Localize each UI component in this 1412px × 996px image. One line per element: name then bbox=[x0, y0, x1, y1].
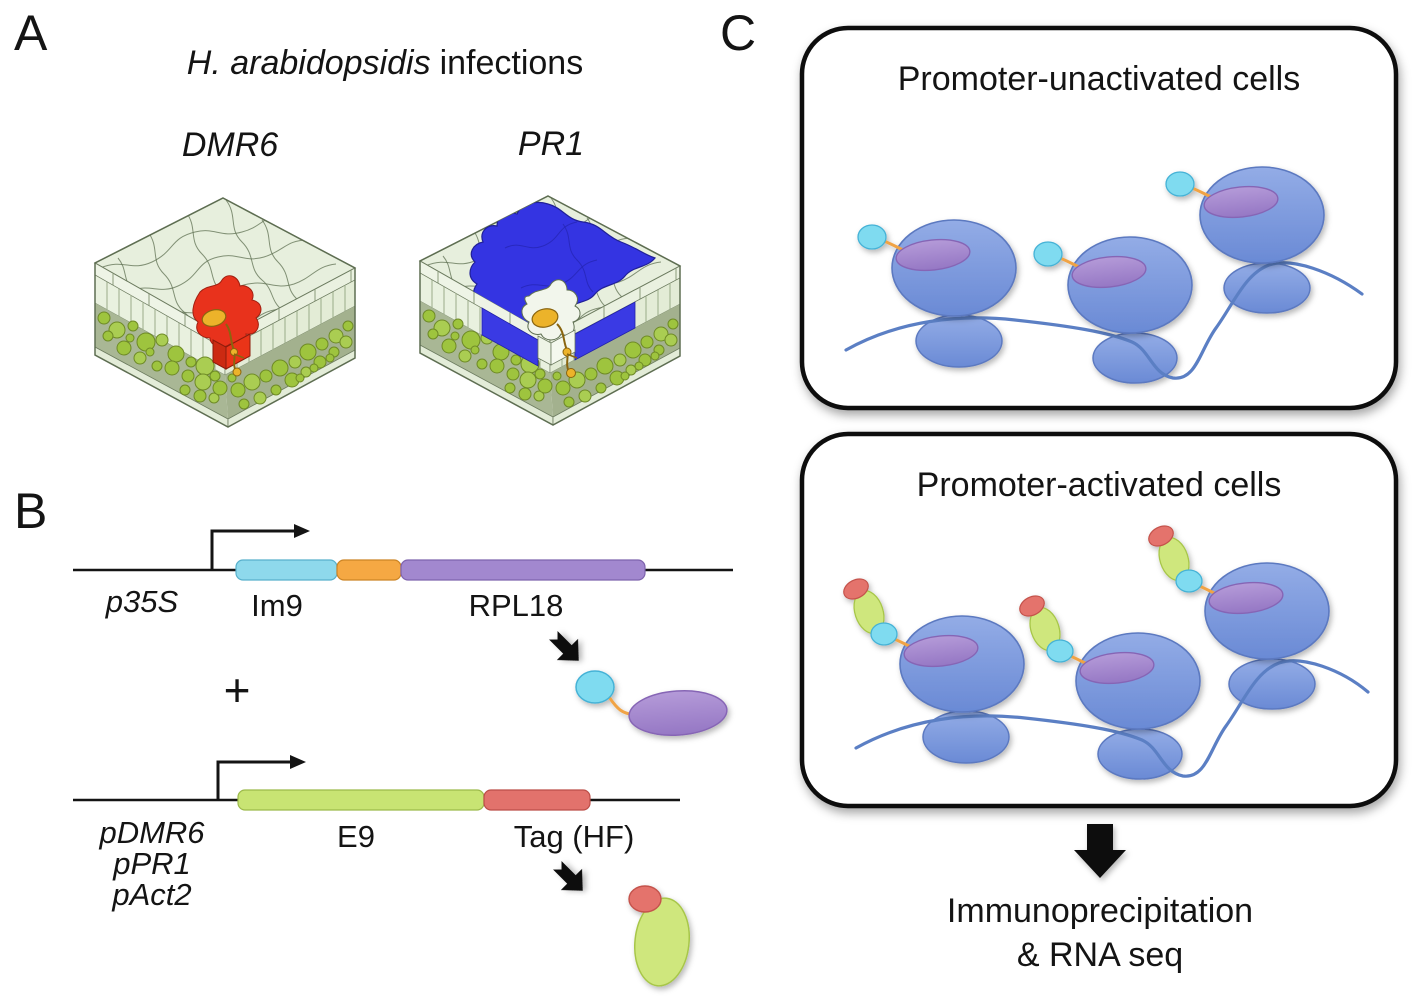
ppr1-label: pPR1 bbox=[112, 846, 191, 881]
footer-line1: Immunoprecipitation bbox=[947, 892, 1253, 930]
im9-rpl18-protein bbox=[575, 670, 728, 736]
dmr6-leaf-block bbox=[95, 198, 355, 427]
unactivated-title: Promoter-unactivated cells bbox=[898, 60, 1301, 98]
promoter-arrow-2 bbox=[216, 760, 290, 800]
mrna-strand-activated bbox=[854, 659, 1370, 778]
panel-c-letter: C bbox=[720, 5, 756, 61]
unactivated-polysome bbox=[844, 165, 1364, 384]
promoter-arrowhead bbox=[294, 524, 310, 538]
activated-polysome bbox=[838, 520, 1370, 780]
p35s-label: p35S bbox=[105, 584, 179, 619]
e9-tag-protein bbox=[628, 885, 690, 987]
pr1-haustorium bbox=[531, 308, 578, 378]
pdmr6-label: pDMR6 bbox=[98, 815, 205, 850]
workflow-down-arrow bbox=[1074, 824, 1126, 878]
dmr6-haustorium bbox=[201, 309, 245, 377]
plus-sign: + bbox=[224, 664, 251, 716]
pr1-leaf-block bbox=[420, 196, 680, 425]
pact2-label: pAct2 bbox=[111, 877, 191, 912]
dmr6-infected-cell bbox=[192, 275, 262, 348]
im9-box bbox=[235, 559, 338, 581]
panel-b-letter: B bbox=[14, 483, 47, 539]
promoter-arrow bbox=[210, 529, 294, 570]
promoter-arrowhead-2 bbox=[290, 755, 306, 769]
rpl18-label: RPL18 bbox=[469, 588, 564, 623]
activated-box: Promoter-activated cells bbox=[799, 431, 1399, 809]
activated-title: Promoter-activated cells bbox=[917, 466, 1282, 504]
linker-box bbox=[336, 559, 402, 581]
rpl18-box bbox=[400, 559, 646, 581]
produces-arrow-1 bbox=[549, 631, 579, 661]
tag-box bbox=[483, 789, 591, 811]
construct-35s: p35S Im9 RPL18 bbox=[73, 524, 733, 736]
tag-label: Tag (HF) bbox=[514, 819, 635, 854]
e9-box bbox=[237, 789, 485, 811]
pr1-label: PR1 bbox=[518, 125, 584, 163]
e9-label: E9 bbox=[337, 819, 375, 854]
dmr6-label: DMR6 bbox=[182, 126, 278, 164]
mrna-strand bbox=[844, 261, 1364, 380]
footer-line2: & RNA seq bbox=[1017, 936, 1183, 974]
im9-label: Im9 bbox=[251, 588, 303, 623]
panel-a-letter: A bbox=[14, 5, 48, 61]
unactivated-box: Promoter-unactivated cells bbox=[799, 25, 1399, 411]
construct-promoter-e9: pDMR6 pPR1 pAct2 E9 Tag (HF) bbox=[73, 755, 690, 987]
produces-arrow-2 bbox=[553, 861, 583, 891]
